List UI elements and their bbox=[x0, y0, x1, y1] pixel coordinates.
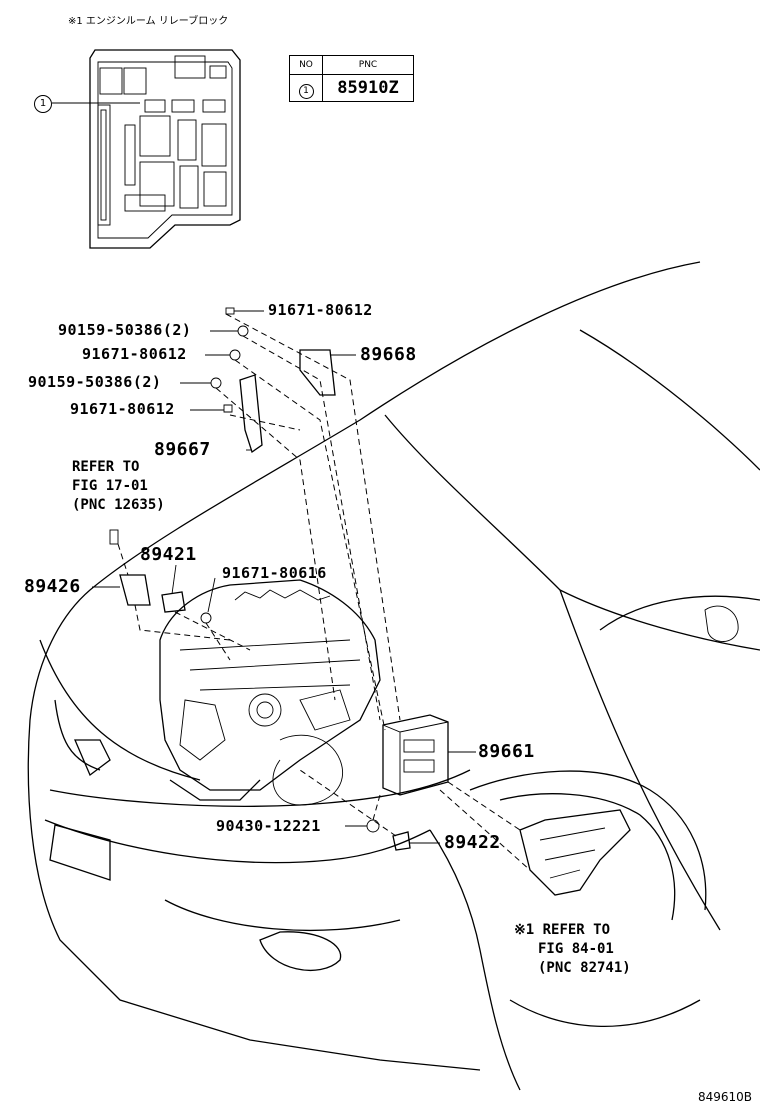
part-label-91671-80612-b: 91671-80612 bbox=[82, 345, 187, 363]
refer-1-line-3: (PNC 12635) bbox=[72, 497, 165, 513]
part-label-90159-50386-b: 90159-50386(2) bbox=[28, 373, 162, 391]
refer-2-line-2: FIG 84-01 bbox=[538, 941, 614, 957]
pnc-row-number: 1 bbox=[298, 83, 314, 99]
vehicle-body-illustration bbox=[27, 261, 760, 1091]
part-label-91671-80616: 91671-80616 bbox=[222, 564, 327, 582]
refer-2-line-1: ※1 REFER TO bbox=[514, 922, 611, 938]
small-parts bbox=[109, 307, 411, 851]
relay-block-note: ※1 エンジンルーム リレーブロック bbox=[68, 16, 229, 27]
part-label-89421: 89421 bbox=[140, 544, 197, 565]
part-label-90430-12221: 90430-12221 bbox=[216, 817, 321, 835]
part-label-91671-80612-a: 91671-80612 bbox=[268, 301, 373, 319]
refer-note-84-01: ※1 REFER TO FIG 84-01 (PNC 82741) bbox=[514, 921, 631, 978]
dashed-guide-lines bbox=[117, 313, 531, 871]
part-label-89661: 89661 bbox=[478, 741, 535, 762]
diagram-code: 849610B bbox=[697, 1090, 752, 1104]
pnc-table-header-pnc: PNC bbox=[322, 55, 414, 75]
pnc-table-header-no: NO bbox=[289, 55, 323, 75]
leader-lines bbox=[92, 310, 440, 844]
part-label-89667: 89667 bbox=[154, 439, 211, 460]
refer-1-line-1: REFER TO bbox=[72, 459, 140, 475]
bracket-82741-illustration bbox=[519, 809, 631, 896]
part-label-89426: 89426 bbox=[24, 576, 81, 597]
relay-block-illustration bbox=[52, 49, 241, 249]
pnc-table: NO PNC 1 85910Z bbox=[289, 55, 414, 102]
part-label-91671-80612-c: 91671-80612 bbox=[70, 400, 175, 418]
callout-1: 1 bbox=[34, 95, 52, 113]
pnc-table-row-no: 1 bbox=[289, 74, 323, 102]
ecu-89661-illustration bbox=[382, 714, 476, 796]
refer-1-line-2: FIG 17-01 bbox=[72, 478, 148, 494]
refer-2-line-3: (PNC 82741) bbox=[538, 960, 631, 976]
part-label-89422: 89422 bbox=[444, 832, 501, 853]
refer-note-17-01: REFER TO FIG 17-01 (PNC 12635) bbox=[72, 458, 165, 515]
pnc-table-row-pnc: 85910Z bbox=[322, 74, 414, 102]
part-label-89668: 89668 bbox=[360, 344, 417, 365]
part-label-90159-50386-a: 90159-50386(2) bbox=[58, 321, 192, 339]
engine-illustration bbox=[159, 579, 381, 806]
